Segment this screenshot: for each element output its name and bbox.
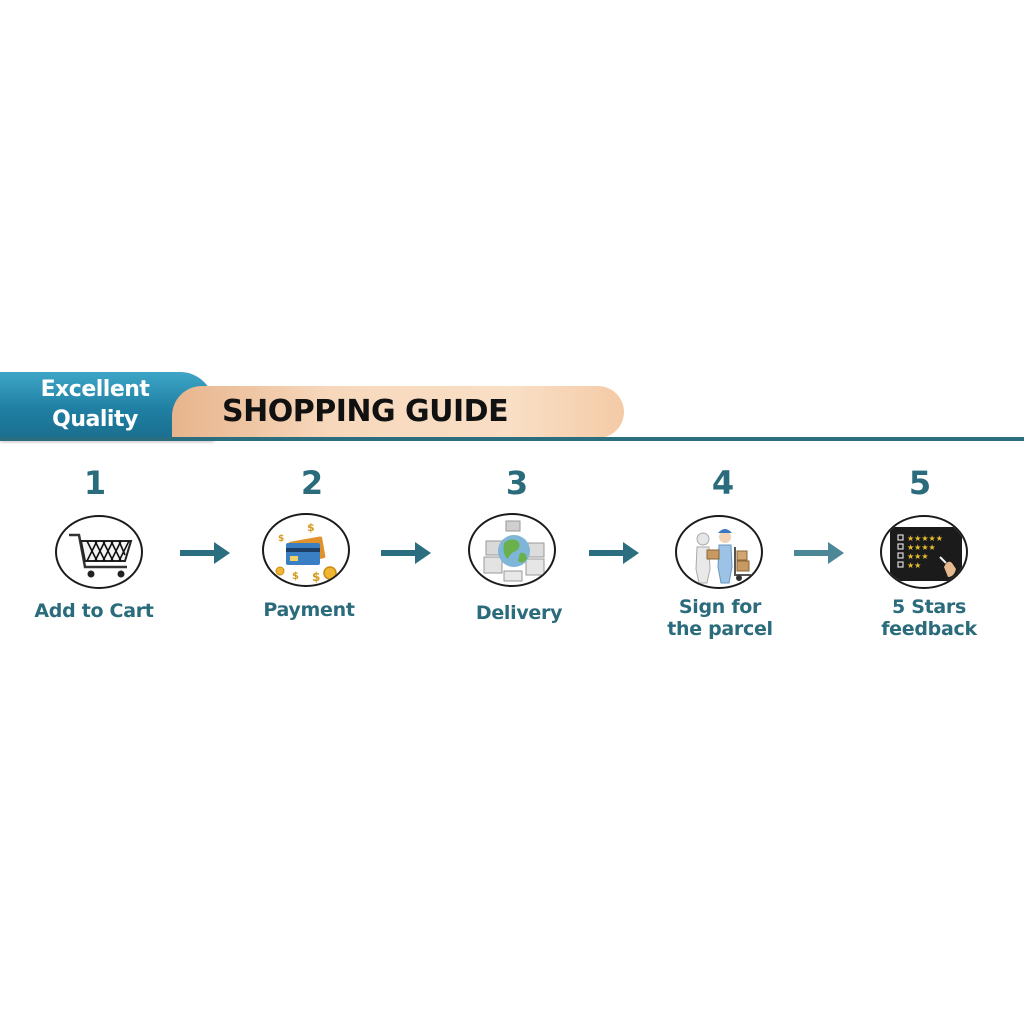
step-label-4-line2: the parcel <box>667 618 773 640</box>
svg-text:$: $ <box>307 521 315 534</box>
svg-text:$: $ <box>278 534 284 544</box>
step-label-2: Payment <box>263 599 355 621</box>
step-number-1: 1 <box>83 464 107 502</box>
shopping-cart-icon <box>55 515 143 589</box>
svg-text:★★: ★★ <box>907 561 921 570</box>
header-divider <box>0 437 1024 441</box>
svg-text:$: $ <box>292 571 299 582</box>
arrow-right-icon <box>381 542 431 564</box>
step-number-3: 3 <box>505 464 529 502</box>
step-number-2: 2 <box>300 464 324 502</box>
courier-handover-icon <box>675 515 763 589</box>
svg-text:★★★★★: ★★★★★ <box>907 534 943 543</box>
step-label-4-line1: Sign for <box>678 596 762 618</box>
step-label-3: Delivery <box>475 602 563 624</box>
arrow-right-icon <box>589 542 639 564</box>
step-label-5-line2: feedback <box>881 618 977 640</box>
step-label-1: Add to Cart <box>34 600 154 622</box>
arrow-right-icon <box>180 542 230 564</box>
globe-parcels-icon <box>468 513 556 587</box>
svg-text:★★★★: ★★★★ <box>907 543 936 552</box>
step-number-5: 5 <box>908 464 932 502</box>
guide-title-tab <box>172 386 624 438</box>
svg-text:$: $ <box>312 570 320 584</box>
star-rating-board-icon: ★★★★★ ★★★★ ★★★ ★★ <box>880 515 968 589</box>
credit-card-coins-icon: $ $ $ $ <box>262 513 350 587</box>
badge-text-line1: Excellent <box>40 377 150 402</box>
svg-text:★★★: ★★★ <box>907 552 929 561</box>
step-label-5-line1: 5 Stars <box>891 596 966 618</box>
step-number-4: 4 <box>711 464 735 502</box>
badge-text-line2: Quality <box>52 407 138 432</box>
page-title: SHOPPING GUIDE <box>222 394 509 429</box>
arrow-right-icon <box>794 542 844 564</box>
